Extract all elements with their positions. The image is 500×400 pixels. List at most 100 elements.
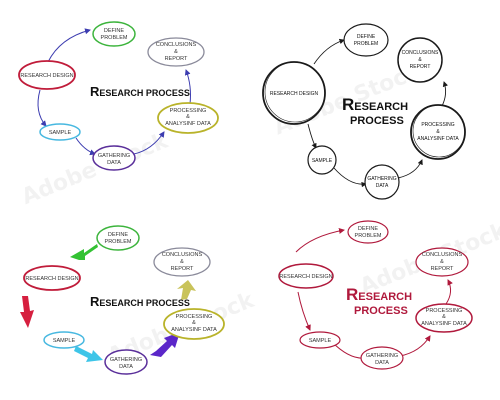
svg-text:RESEARCH DESIGN: RESEARCH DESIGN <box>279 274 332 280</box>
svg-text:PROBLEM: PROBLEM <box>355 233 382 239</box>
title-initial: R <box>90 294 100 309</box>
node-label: SAMPLE <box>309 338 332 344</box>
diagram-title-line2: PROCESS <box>350 115 404 127</box>
svg-text:ANALYSINF DATA: ANALYSINF DATA <box>171 327 217 333</box>
svg-text:&: & <box>180 259 184 265</box>
node-label: DATA <box>107 160 121 166</box>
svg-text:DATA: DATA <box>107 160 121 166</box>
arrow-green <box>70 244 98 260</box>
node-conclusions: CONCLUSIONS & REPORT <box>415 247 469 277</box>
node-label: & <box>180 259 184 265</box>
node-research-design: RESEARCH DESIGN <box>262 61 326 125</box>
svg-text:CONCLUSIONS: CONCLUSIONS <box>422 252 463 258</box>
node-label: ANALYSINF DATA <box>417 136 459 142</box>
node-label: GATHERING <box>110 357 142 363</box>
svg-text:&: & <box>186 114 190 120</box>
arrow-design-to-sample <box>297 291 311 331</box>
arrow-processing-to-conclusions <box>184 69 191 105</box>
node-label: DATA <box>375 360 389 366</box>
svg-text:DEFINE: DEFINE <box>104 28 125 34</box>
arrow-gathering-to-processing <box>133 131 165 155</box>
diagram-title: RESEARCH PROCESS <box>90 84 190 99</box>
node-label: CONCLUSIONS <box>162 252 203 258</box>
node-label: PROBLEM <box>105 239 132 245</box>
arrow-design-to-define <box>295 227 345 253</box>
node-label: & <box>174 49 178 55</box>
svg-text:&: & <box>192 320 196 326</box>
svg-text:RESEARCH DESIGN: RESEARCH DESIGN <box>270 91 319 97</box>
node-label: & <box>192 320 196 326</box>
arrow-design-to-define <box>47 28 91 63</box>
node-gathering-data: GATHERING DATA <box>92 145 136 171</box>
node-define-problem: DEFINE PROBLEM <box>343 23 389 57</box>
node-processing: PROCESSING & ANALYSINF DATA <box>163 308 225 340</box>
node-label: PROCESSING <box>421 122 454 128</box>
node-label: SAMPLE <box>312 158 333 164</box>
arrow-design-to-sample <box>307 123 317 149</box>
node-label: CONCLUSIONS <box>422 252 463 258</box>
node-label: & <box>440 259 444 265</box>
node-sample: SAMPLE <box>39 123 81 141</box>
svg-text:&: & <box>174 49 178 55</box>
node-processing: PROCESSING & ANALYSINF DATA <box>157 102 219 134</box>
svg-text:GATHERING: GATHERING <box>367 176 396 182</box>
arrow-cyan <box>74 346 103 362</box>
node-conclusions: CONCLUSIONS & REPORT <box>147 37 205 67</box>
svg-text:PROCESSING: PROCESSING <box>176 314 213 320</box>
node-processing: PROCESSING & ANALYSINF DATA <box>410 104 466 160</box>
node-define-problem: DEFINE PROBLEM <box>96 225 140 251</box>
svg-text:REPORT: REPORT <box>431 266 454 272</box>
node-label: DEFINE <box>358 226 379 232</box>
svg-text:ANALYSINF DATA: ANALYSINF DATA <box>165 121 211 127</box>
node-label: SAMPLE <box>49 130 72 136</box>
node-label: GATHERING <box>366 353 398 359</box>
svg-text:PROBLEM: PROBLEM <box>105 239 132 245</box>
node-label: REPORT <box>165 56 188 62</box>
svg-text:&: & <box>442 314 446 320</box>
node-research-design: RESEARCH DESIGN <box>278 263 334 289</box>
arrow-purple <box>150 332 180 357</box>
svg-text:ANALYSINF DATA: ANALYSINF DATA <box>421 321 467 327</box>
svg-text:CONCLUSIONS: CONCLUSIONS <box>162 252 203 258</box>
svg-text:PROCESSING: PROCESSING <box>426 308 463 314</box>
svg-text:RESEARCH DESIGN: RESEARCH DESIGN <box>25 276 78 282</box>
node-label: DEFINE <box>104 28 125 34</box>
svg-text:SAMPLE: SAMPLE <box>49 130 72 136</box>
arrow-gathering-to-processing <box>397 159 423 179</box>
node-label: CONCLUSIONS <box>156 42 197 48</box>
svg-text:GATHERING: GATHERING <box>110 357 142 363</box>
svg-text:REPORT: REPORT <box>165 56 188 62</box>
diagram-crimson: DEFINE PROBLEM RESEARCH DESIGN SAMPLE GA… <box>278 220 473 370</box>
svg-text:REPORT: REPORT <box>171 266 194 272</box>
arrow-gathering-to-processing <box>399 335 431 357</box>
diagram-title-line2: PROCESS <box>354 305 408 317</box>
title-rest: ESEARCH <box>354 101 408 113</box>
title-initial: R <box>342 95 354 114</box>
node-label: ANALYSINF DATA <box>171 327 217 333</box>
node-label: PROBLEM <box>354 41 378 47</box>
node-label: & <box>442 314 446 320</box>
diagram-colored-thin-arrows: DEFINE PROBLEM RESEARCH DESIGN SAMPLE GA… <box>18 21 219 171</box>
diagram-colored-bold-arrows: DEFINE PROBLEM RESEARCH DESIGN SAMPLE GA… <box>20 225 225 375</box>
node-label: GATHERING <box>98 153 130 159</box>
arrow-olive <box>177 280 196 300</box>
node-label: DEFINE <box>357 34 376 40</box>
node-label: DEFINE <box>108 232 129 238</box>
arrow-processing-to-conclusions <box>445 279 453 305</box>
node-label: RESEARCH DESIGN <box>279 274 332 280</box>
node-label: GATHERING <box>367 176 396 182</box>
node-label: DATA <box>376 183 389 189</box>
node-label: SAMPLE <box>53 338 76 344</box>
arrow-sample-to-gathering <box>75 137 96 156</box>
node-label: ANALYSINF DATA <box>165 121 211 127</box>
arrow-processing-to-conclusions <box>441 81 448 107</box>
svg-text:GATHERING: GATHERING <box>98 153 130 159</box>
node-define-problem: DEFINE PROBLEM <box>347 220 389 244</box>
title-initial: R <box>90 84 100 99</box>
node-label: PROCESSING <box>426 308 463 314</box>
svg-text:DEFINE: DEFINE <box>357 34 376 40</box>
svg-text:RESEARCH DESIGN: RESEARCH DESIGN <box>20 73 73 79</box>
node-research-design: RESEARCH DESIGN <box>18 60 76 90</box>
svg-text:PROBLEM: PROBLEM <box>354 41 378 47</box>
node-label: CONCLUSIONS <box>402 50 439 56</box>
